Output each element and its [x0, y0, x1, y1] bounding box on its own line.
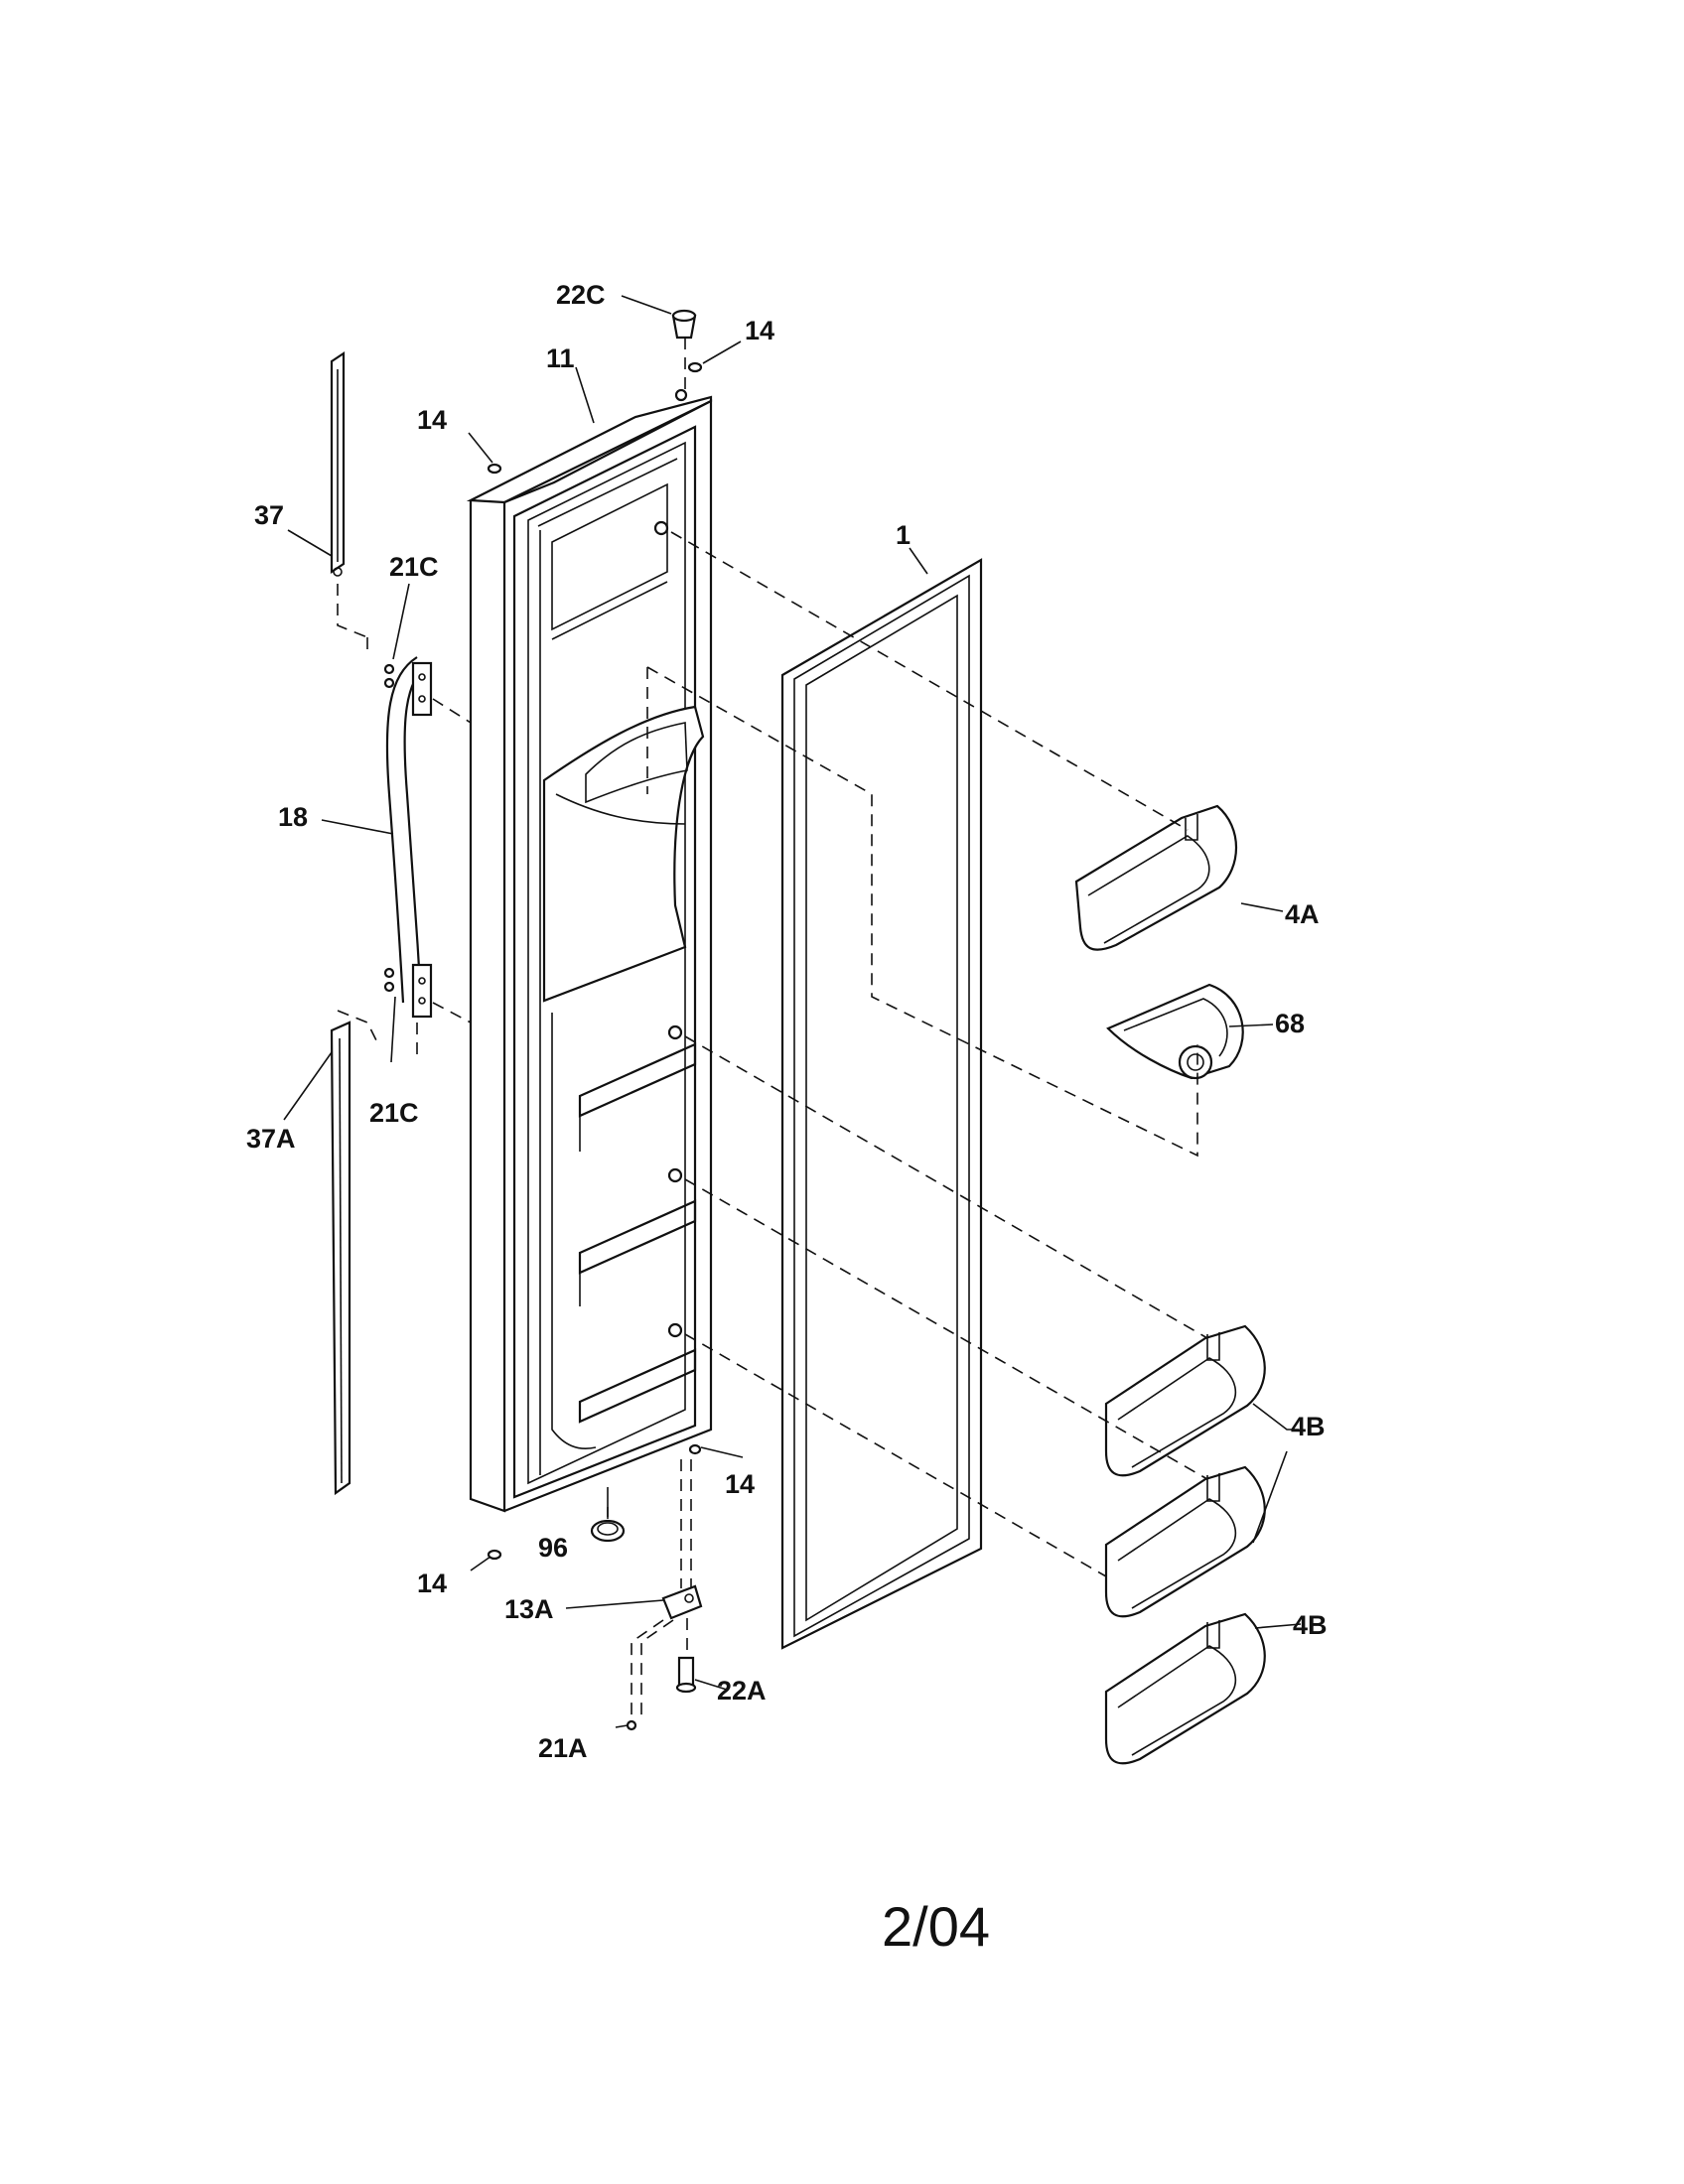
callout-37A: 37A [246, 1124, 296, 1154]
callout-4A: 4A [1285, 899, 1320, 929]
handle-trim-upper [330, 350, 346, 577]
callout-21C-upper: 21C [389, 552, 439, 582]
callout-21C-lower: 21C [369, 1098, 419, 1128]
callout-11: 11 [546, 343, 575, 373]
door-gasket [780, 558, 983, 1650]
callout-96: 96 [538, 1533, 568, 1563]
door-bin-4B-3 [1104, 1612, 1266, 1765]
callout-14-bottom-left: 14 [417, 1569, 447, 1598]
shelf-68 [1106, 983, 1244, 1080]
callout-4B-upper: 4B [1291, 1412, 1326, 1441]
callout-4B-lower: 4B [1293, 1610, 1328, 1640]
callout-22C: 22C [556, 280, 606, 310]
callout-14-bottom-right: 14 [725, 1469, 755, 1499]
callout-68: 68 [1275, 1009, 1305, 1038]
callout-21A: 21A [538, 1733, 588, 1763]
callout-37: 37 [254, 500, 284, 530]
callout-13A: 13A [504, 1594, 554, 1624]
callout-18: 18 [278, 802, 308, 832]
door-bin-4A [1074, 804, 1237, 951]
door-assembly [466, 388, 713, 1513]
fasteners [383, 309, 703, 1731]
footer-code: 2/04 [882, 1895, 990, 1958]
callout-1: 1 [896, 520, 911, 550]
callout-14-top-right: 14 [745, 316, 774, 345]
assembly-lines [337, 338, 1208, 1717]
door-handle [385, 656, 433, 1019]
callout-14-top-left: 14 [417, 405, 447, 435]
door-bin-4B-1 [1104, 1324, 1266, 1477]
handle-trim-lower [330, 1021, 351, 1496]
callout-22A: 22A [717, 1676, 767, 1706]
leader-lines [283, 295, 1302, 1728]
door-bin-4B-2 [1104, 1465, 1266, 1618]
callout-labels: 22C 14 11 14 37 21C 1 18 4A 68 21C 37A 4… [246, 280, 1328, 1763]
